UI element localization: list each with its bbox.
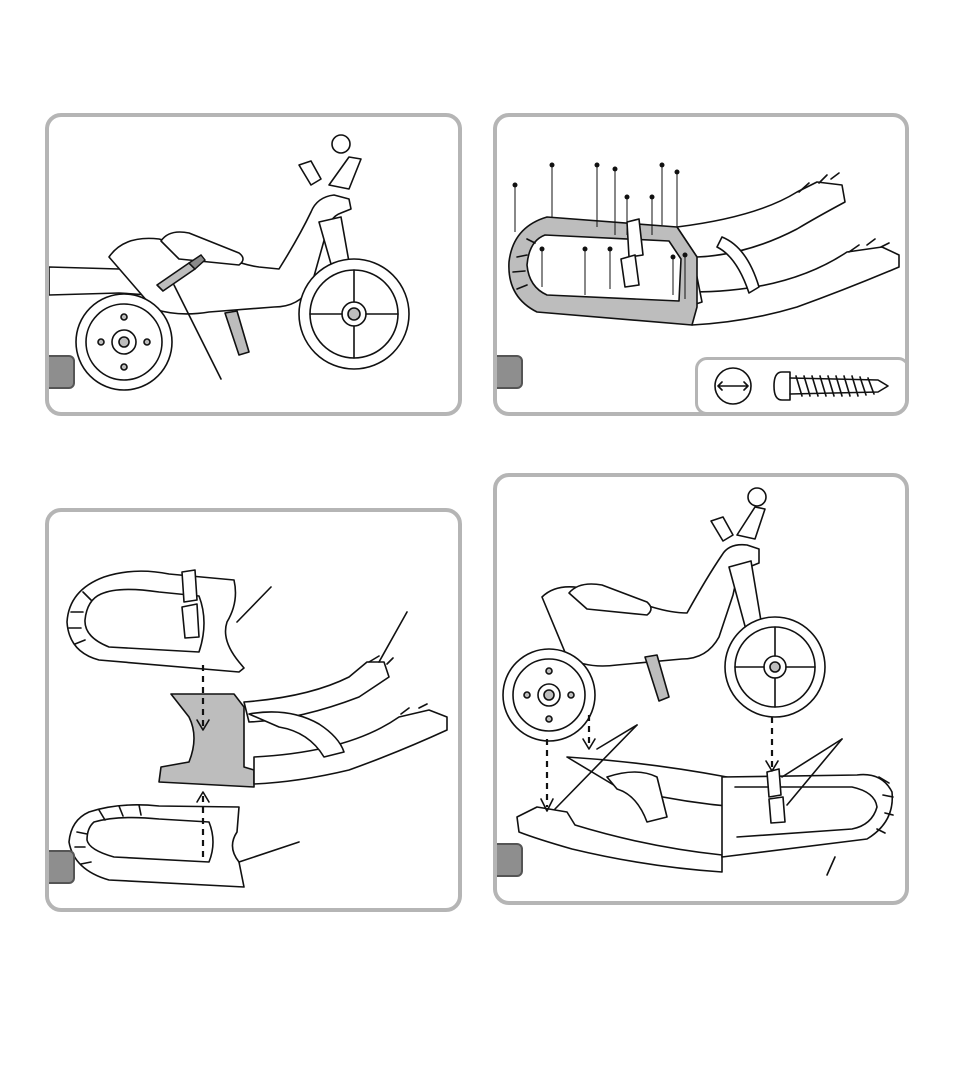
tricycle-detach-screw-icon — [49, 117, 458, 412]
hardware-inset — [695, 357, 909, 415]
hardware-inset-graphic — [698, 360, 907, 412]
step-3-number-badge — [45, 850, 75, 884]
step-1-number-badge — [45, 355, 75, 389]
step-2-panel — [493, 113, 909, 416]
actual-size-arrow-icon — [715, 368, 751, 404]
step-3-panel — [45, 508, 462, 912]
step-4-panel — [493, 473, 909, 905]
rocker-base-assembly-icon — [49, 512, 458, 908]
step-2-number-badge — [493, 355, 523, 389]
step-1-panel — [45, 113, 462, 416]
bike-on-rocker-icon — [497, 477, 905, 901]
screw-icon — [774, 372, 888, 400]
step-4-number-badge — [493, 843, 523, 877]
